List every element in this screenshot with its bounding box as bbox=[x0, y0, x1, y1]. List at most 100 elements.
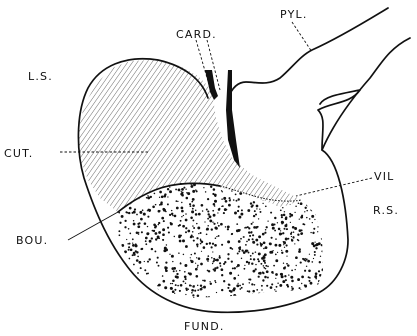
stipple-dot bbox=[318, 270, 320, 272]
stipple-dot bbox=[151, 297, 153, 299]
stipple-dot bbox=[181, 207, 184, 210]
stipple-dot bbox=[309, 254, 310, 255]
stipple-dot bbox=[190, 205, 192, 207]
stipple-dot bbox=[136, 282, 137, 283]
stipple-dot bbox=[115, 217, 117, 219]
stipple-dot bbox=[323, 235, 326, 238]
stipple-dot bbox=[321, 206, 324, 209]
stipple-dot bbox=[164, 286, 167, 289]
stipple-dot bbox=[210, 186, 212, 188]
stipple-dot bbox=[115, 223, 116, 224]
stipple-dot bbox=[298, 250, 301, 253]
stipple-dot bbox=[318, 280, 320, 282]
stipple-dot bbox=[283, 241, 284, 242]
stipple-dot bbox=[221, 268, 223, 270]
stipple-dot bbox=[175, 188, 177, 190]
stipple-dot bbox=[123, 280, 124, 281]
stipple-dot bbox=[311, 187, 313, 189]
stipple-dot bbox=[311, 188, 313, 190]
stipple-dot bbox=[264, 262, 266, 264]
stipple-dot bbox=[174, 295, 177, 298]
stipple-dot bbox=[306, 203, 309, 206]
stipple-dot bbox=[117, 263, 120, 266]
stipple-dot bbox=[225, 226, 227, 228]
stipple-dot bbox=[319, 202, 321, 204]
stipple-dot bbox=[159, 197, 160, 198]
stipple-dot bbox=[119, 297, 120, 298]
stipple-dot bbox=[233, 287, 236, 290]
stipple-dot bbox=[323, 261, 325, 263]
stipple-dot bbox=[114, 230, 116, 232]
stipple-dot bbox=[156, 262, 158, 264]
stipple-dot bbox=[128, 249, 130, 251]
stipple-dot bbox=[145, 243, 147, 245]
stipple-dot bbox=[134, 285, 137, 288]
stipple-dot bbox=[312, 205, 314, 207]
stipple-dot bbox=[325, 258, 327, 260]
stipple-dot bbox=[116, 297, 118, 299]
stipple-dot bbox=[117, 268, 120, 271]
stipple-dot bbox=[264, 232, 266, 234]
stipple-dot bbox=[172, 283, 173, 284]
stipple-dot bbox=[239, 288, 241, 290]
stipple-dot bbox=[252, 252, 254, 254]
stipple-dot bbox=[262, 203, 263, 204]
stipple-dot bbox=[282, 184, 284, 186]
stipple-dot bbox=[148, 209, 151, 212]
stipple-dot bbox=[158, 290, 160, 292]
stipple-dot bbox=[171, 213, 173, 215]
stipple-dot bbox=[154, 193, 156, 195]
stipple-dot bbox=[162, 275, 163, 276]
stipple-dot bbox=[188, 288, 189, 289]
stipple-dot bbox=[292, 226, 295, 229]
stipple-dot bbox=[310, 283, 312, 285]
stipple-dot bbox=[297, 234, 299, 236]
stipple-dot bbox=[168, 231, 170, 233]
stipple-dot bbox=[146, 273, 148, 275]
stipple-dot bbox=[196, 243, 199, 246]
stipple-dot bbox=[217, 222, 218, 223]
stipple-dot bbox=[147, 196, 150, 199]
stipple-dot bbox=[129, 258, 131, 260]
stipple-dot bbox=[252, 204, 254, 206]
stipple-dot bbox=[250, 202, 252, 204]
stipple-dot bbox=[280, 273, 283, 276]
stipple-dot bbox=[139, 290, 140, 291]
stipple-dot bbox=[305, 207, 307, 209]
stipple-dot bbox=[126, 239, 127, 240]
stipple-dot bbox=[158, 284, 161, 287]
stipple-dot bbox=[237, 210, 239, 212]
stipple-dot bbox=[148, 258, 150, 260]
stipple-dot bbox=[283, 298, 284, 299]
stipple-dot bbox=[190, 217, 193, 220]
stipple-dot bbox=[129, 207, 132, 210]
stipple-dot bbox=[133, 278, 135, 280]
stipple-dot bbox=[263, 241, 266, 244]
stipple-dot bbox=[314, 254, 316, 256]
stipple-dot bbox=[321, 238, 323, 240]
stipple-dot bbox=[275, 273, 278, 276]
stipple-dot bbox=[113, 238, 115, 240]
stipple-dot bbox=[230, 290, 233, 293]
stipple-dot bbox=[138, 232, 139, 233]
stipple-dot bbox=[196, 257, 197, 258]
stipple-dot bbox=[177, 296, 178, 297]
stipple-dot bbox=[158, 224, 159, 225]
stipple-dot bbox=[286, 263, 288, 265]
stipple-dot bbox=[187, 230, 190, 233]
stipple-dot bbox=[240, 238, 242, 240]
stipple-dot bbox=[288, 274, 289, 275]
stipple-dot bbox=[178, 189, 181, 192]
stipple-dot bbox=[313, 232, 315, 234]
stipple-dot bbox=[233, 199, 235, 201]
stipple-dot bbox=[257, 226, 259, 228]
stipple-dot bbox=[207, 270, 209, 272]
stipple-dot bbox=[178, 234, 181, 237]
stipple-dot bbox=[143, 287, 146, 290]
stipple-dot bbox=[293, 231, 295, 233]
stipple-dot bbox=[306, 266, 307, 267]
stipple-dot bbox=[303, 178, 305, 180]
stipple-dot bbox=[197, 246, 199, 248]
stipple-dot bbox=[265, 265, 267, 267]
stipple-dot bbox=[214, 280, 216, 282]
